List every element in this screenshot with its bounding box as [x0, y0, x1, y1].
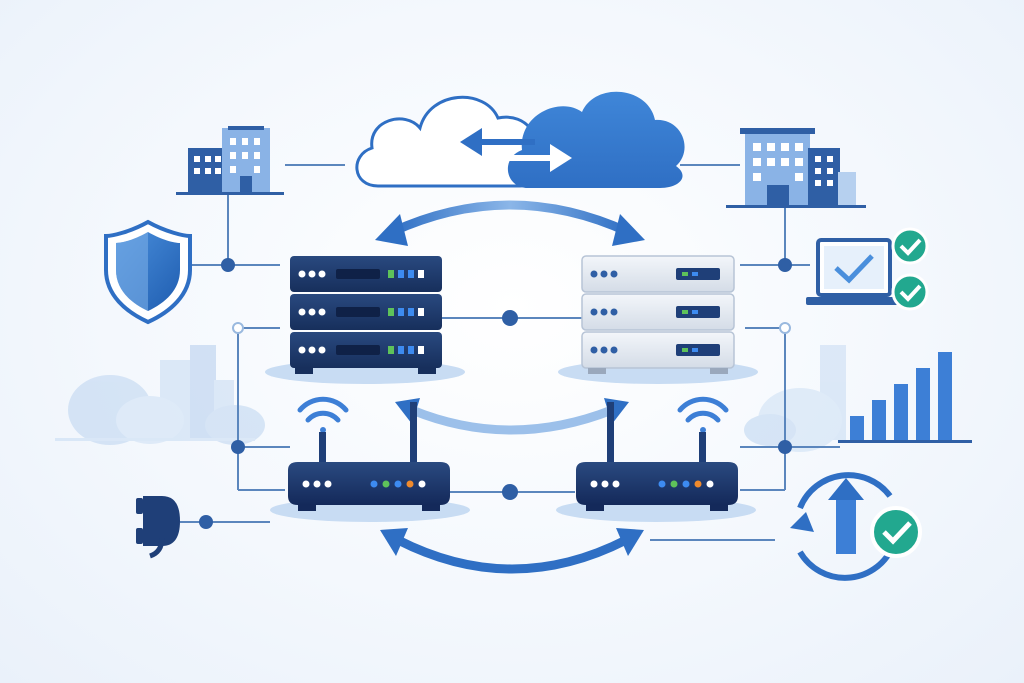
- router-wifi-left-icon: [270, 396, 470, 522]
- cloud-exchange-arrow-icon: [460, 128, 572, 172]
- connector-nodes: [199, 258, 792, 529]
- skyline-right-icon: [744, 345, 846, 452]
- router-exchange-arrow-icon: [395, 398, 629, 435]
- laptop-check-icon: [806, 227, 929, 311]
- server-stack-light-icon: [558, 255, 758, 384]
- power-plug-icon: [136, 496, 180, 559]
- server-exchange-arrow-icon: [375, 200, 645, 246]
- building-left-icon: [176, 126, 284, 195]
- bottom-exchange-arrow-icon: [380, 528, 644, 574]
- skyline-left-icon: [55, 345, 265, 445]
- server-stack-dark-icon: [265, 256, 465, 384]
- connector-lines: [180, 164, 840, 541]
- building-right-icon: [726, 128, 866, 208]
- router-wifi-right-icon: [556, 396, 756, 522]
- shield-icon: [104, 219, 192, 325]
- sync-upload-check-icon: [790, 472, 922, 581]
- bar-chart-icon: [838, 352, 972, 443]
